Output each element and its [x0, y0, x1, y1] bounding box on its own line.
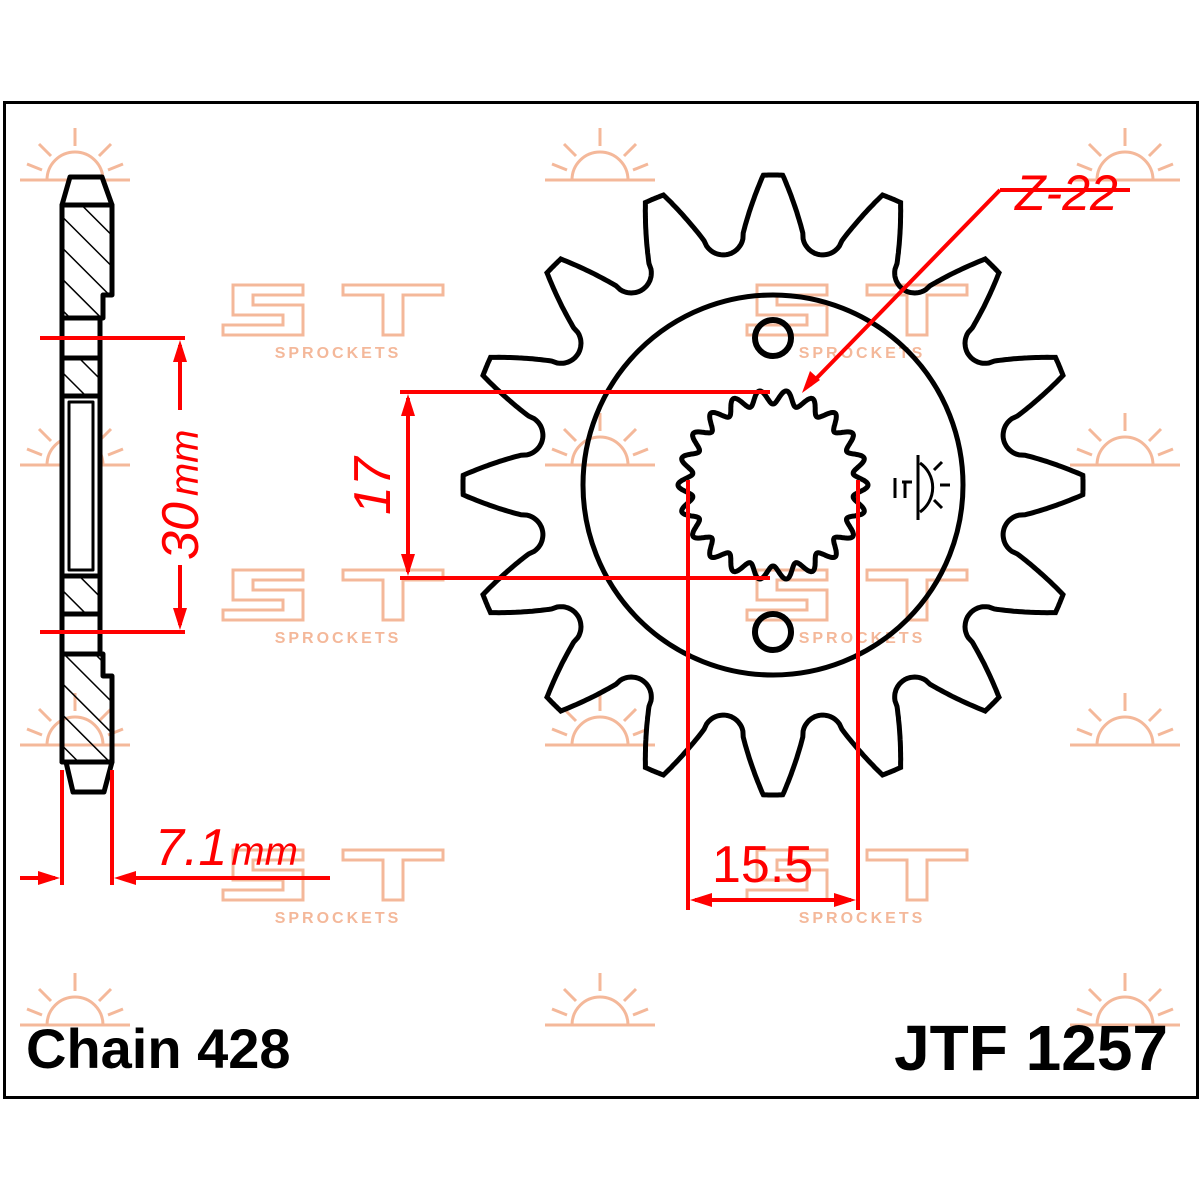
watermark-text: SPROCKETS	[799, 910, 926, 927]
watermark-text: SPROCKETS	[275, 630, 402, 647]
watermark-logos: SPROCKETS SPROCKETS SPROCKETS SPROCKETS SPRO…	[18, 126, 1182, 1027]
spline-width-label: 15.5	[712, 836, 813, 894]
bolt-spacing-label: 30mm	[152, 430, 210, 560]
watermark-sun-icon	[18, 126, 132, 182]
spline-diameter-label: 17	[344, 455, 402, 515]
hub-circle	[580, 292, 966, 678]
dimension-arrows	[38, 340, 856, 907]
jt-logo-mark	[893, 455, 950, 520]
bolt-spacing-value: 30	[152, 502, 210, 560]
watermark-sun-icon	[543, 411, 657, 467]
watermark-text: SPROCKETS	[799, 630, 926, 647]
watermark-text: SPROCKETS	[275, 345, 402, 362]
watermark-jt-logo	[221, 283, 445, 337]
thickness-value: 7.1	[155, 819, 227, 877]
watermark-jt-logo	[745, 283, 969, 337]
part-number: JTF 1257	[894, 1012, 1168, 1084]
chain-label: Chain 428	[26, 1017, 291, 1080]
watermark-text: SPROCKETS	[799, 345, 926, 362]
watermark-sun-icon	[1068, 691, 1182, 747]
sprocket-outline	[460, 172, 1086, 798]
watermark-sun-icon	[543, 971, 657, 1027]
watermark-text: SPROCKETS	[275, 910, 402, 927]
side-profile	[59, 174, 115, 795]
bolt-hole-bottom	[752, 611, 794, 653]
bolt-hole-top	[752, 317, 794, 359]
diagram-frame	[3, 101, 1199, 1099]
watermark-sun-icon	[543, 126, 657, 182]
thickness-unit: mm	[231, 830, 298, 874]
watermark-sun-icon	[543, 691, 657, 747]
bolt-spacing-unit: mm	[163, 430, 207, 497]
tooth-count-label: Z-22	[1014, 165, 1118, 221]
watermark-sun-icon	[1068, 411, 1182, 467]
spline-bore	[675, 388, 871, 582]
